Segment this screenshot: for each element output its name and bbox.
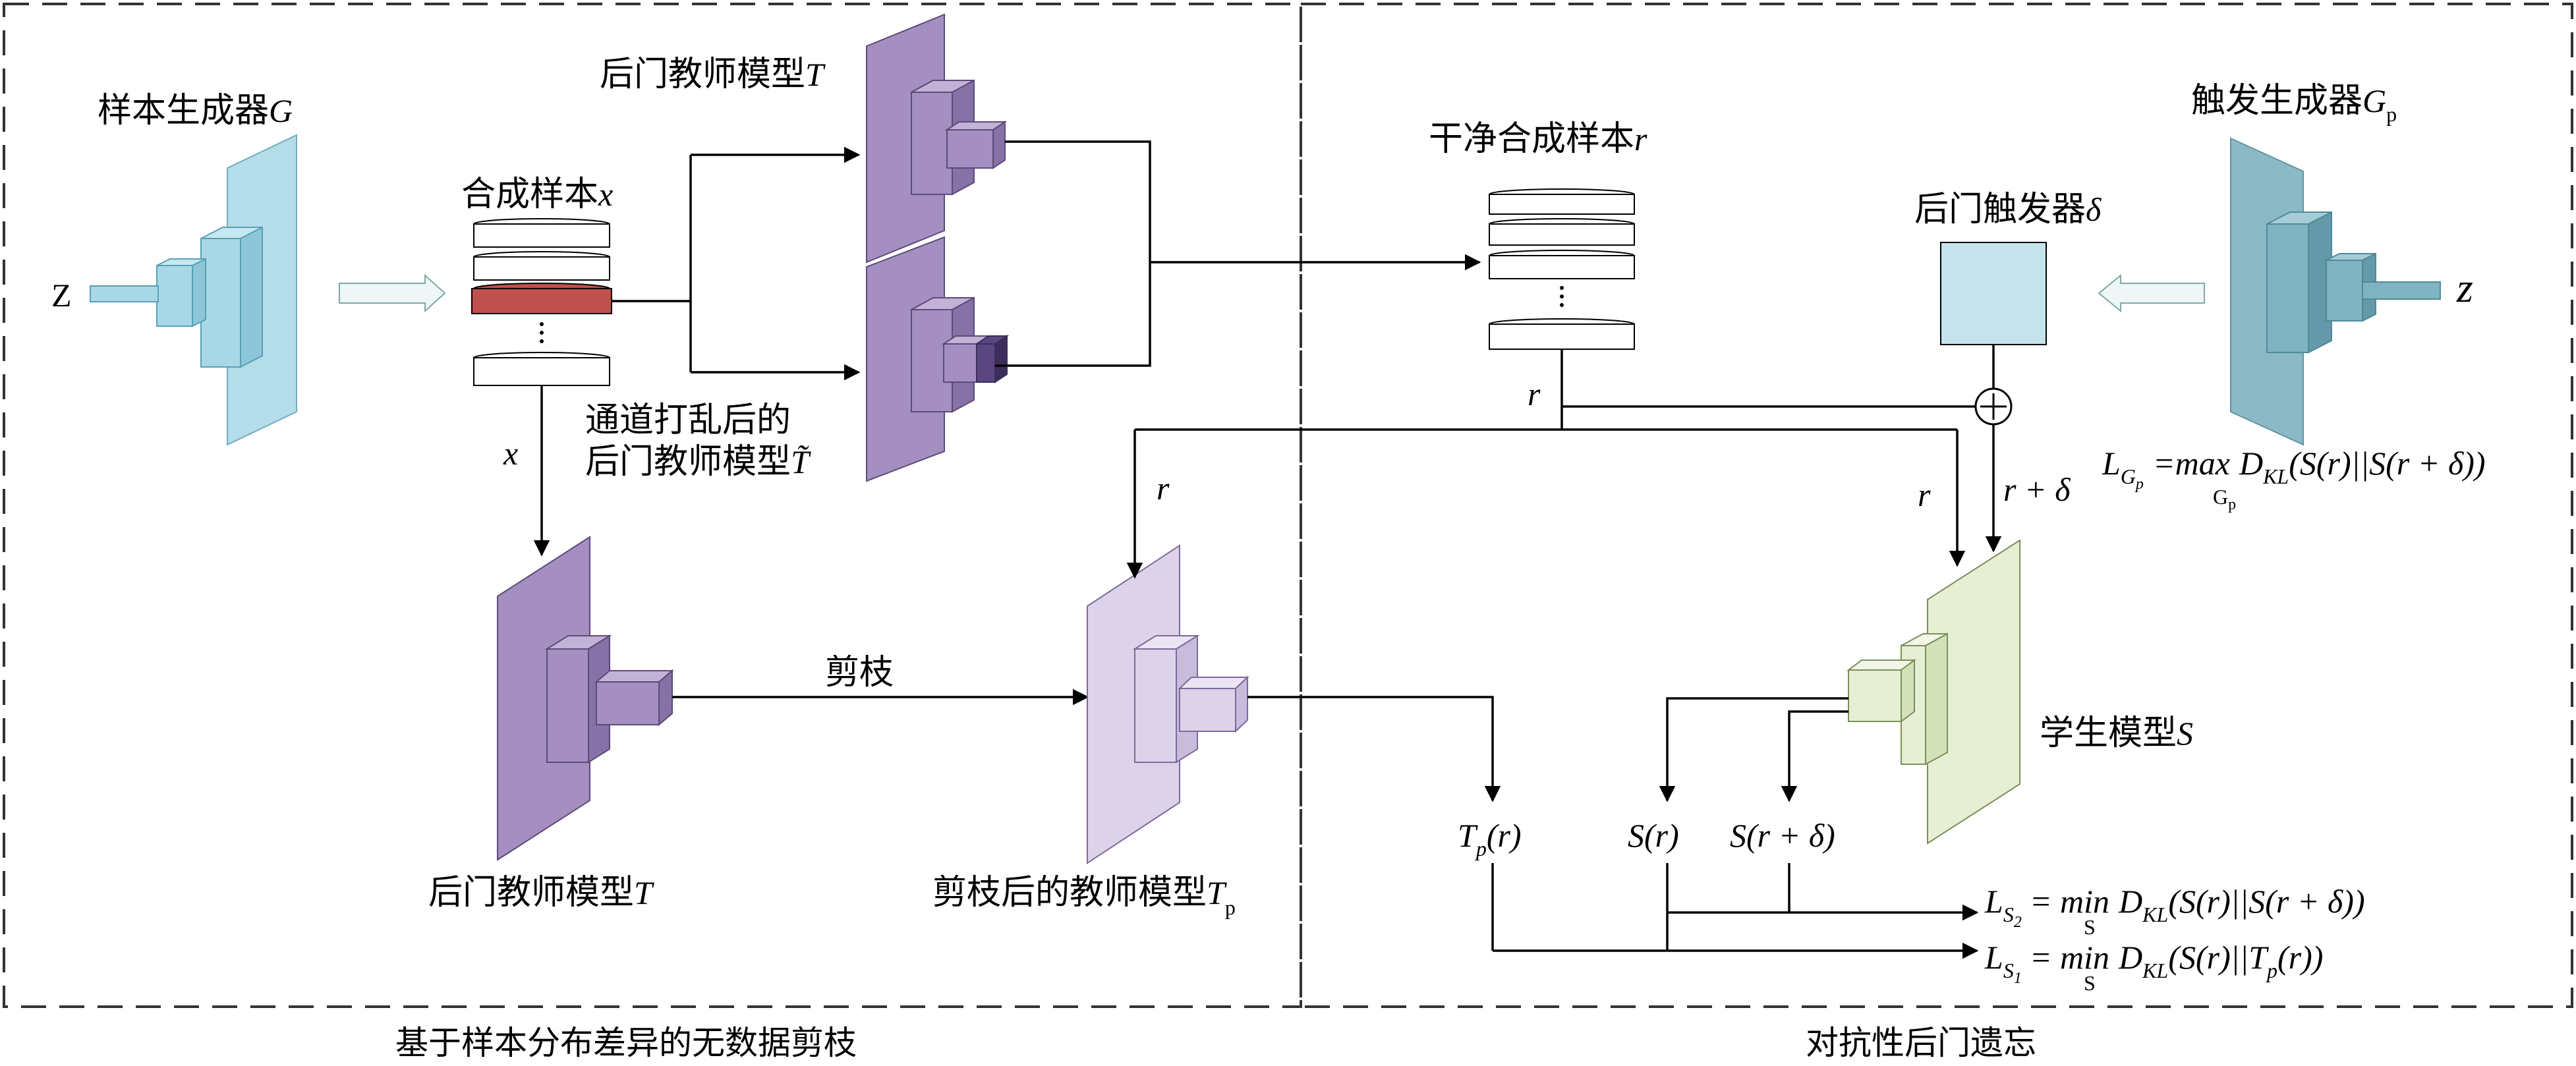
x-arrow-label: x [503, 435, 518, 472]
r-label-student: r [1918, 476, 1931, 513]
backdoor-teacher-top-block [866, 13, 1008, 264]
pruned-teacher-block [1087, 544, 1249, 864]
r-label-clean: r [1528, 376, 1541, 412]
loss-s1-connector [1491, 863, 1669, 951]
prune-label: 剪枝 [825, 653, 894, 692]
loss-s1-operator-sub: S [2084, 971, 2096, 995]
pruned-teacher-label: 剪枝后的教师模型Tp [932, 873, 1236, 919]
noise-z-label: Z [51, 277, 72, 314]
left-section-title: 基于样本分布差异的无数据剪枝 [395, 1024, 857, 1062]
shuffled-teacher-block [866, 236, 1010, 482]
shuffled-teacher-label-line1: 通道打乱后的 [585, 401, 791, 440]
sample-generator-label: 样本生成器G [98, 91, 293, 130]
sample-generator-block [90, 134, 297, 446]
left-section-frame [3, 3, 1302, 1008]
loss-s2-connector [1666, 863, 1790, 912]
loss-gp-operator-sub: Gp [2213, 485, 2236, 513]
backdoor-trigger-label: 后门触发器δ [1914, 190, 2102, 229]
generator-output-arrow [339, 273, 446, 313]
right-section-title: 对抗性后门遗忘 [1806, 1024, 2036, 1062]
trigger-generator-block [2230, 137, 2441, 446]
trigger-noise-z-label: z [2456, 264, 2473, 311]
pruned-teacher-output-arrow [1247, 696, 1501, 802]
output-s-label: S(r) [1628, 817, 1679, 854]
synthetic-sample-stack [471, 218, 612, 386]
backdoor-teacher-bottom-block [497, 536, 674, 861]
right-section-frame [1300, 3, 2573, 1008]
clean-sample-label: 干净合成样本r [1429, 119, 1647, 159]
backdoor-trigger-box [1940, 242, 2047, 345]
backdoor-teacher-bottom-label: 后门教师模型T [428, 873, 654, 912]
loss-s2-operator-sub: S [2084, 915, 2096, 939]
r-label-pruned: r [1157, 470, 1170, 507]
synthetic-sample-label: 合成样本x [461, 175, 613, 214]
teacher-top-output-line [995, 140, 1151, 367]
trigger-generator-output-arrow [2098, 273, 2205, 313]
plus-sign [1980, 393, 2007, 420]
backdoor-teacher-top-label: 后门教师模型T [600, 55, 826, 94]
output-tp-label: Tp(r) [1458, 817, 1522, 860]
output-sd-label: S(r + δ) [1730, 817, 1835, 854]
arrow-x-to-teachers [612, 155, 692, 372]
shuffled-teacher-label-line2: 后门教师模型T̃ [585, 442, 811, 482]
student-output-s-arrow [1659, 697, 1848, 802]
clean-sample-stack [1489, 188, 1635, 350]
student-model-label: 学生模型S [2040, 714, 2193, 753]
student-model-block [1846, 539, 2020, 845]
student-output-sd-arrow [1781, 710, 1848, 802]
r-plus-delta-label: r + δ [2003, 471, 2071, 508]
trigger-generator-label: 触发生成器Gp [2191, 81, 2397, 126]
